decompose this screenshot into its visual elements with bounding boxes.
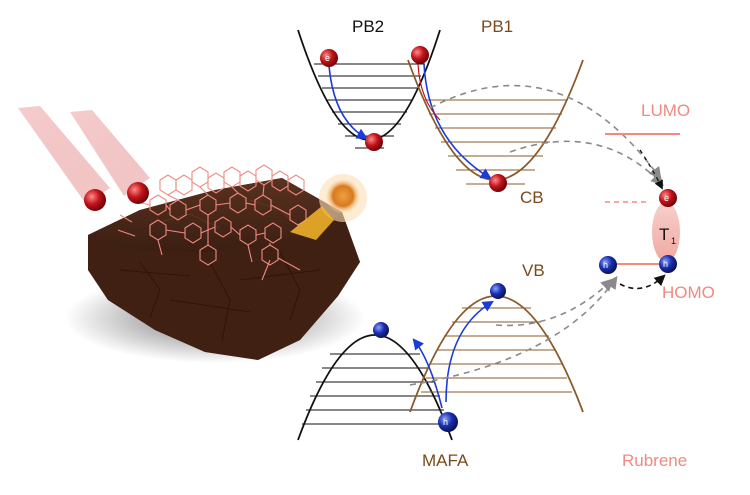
light-beams xyxy=(18,106,150,204)
label-triplet: T xyxy=(659,225,669,244)
electron-cb xyxy=(489,174,507,192)
cluster-cracks xyxy=(119,251,321,341)
transfer-arrow-vb xyxy=(495,278,614,327)
label-triplet-sub: 1 xyxy=(671,236,676,246)
transfer-arrow-mafa xyxy=(409,275,618,386)
electron-pb1-high xyxy=(411,46,429,64)
cluster-front-face xyxy=(88,212,360,360)
electron-symbol-1: e xyxy=(325,53,330,63)
light-beam-2 xyxy=(70,110,150,196)
electron-transfer-arrow xyxy=(639,149,663,190)
electron-symbol-2: e xyxy=(664,193,669,203)
light-beam-1 xyxy=(18,106,110,204)
cluster-top-face xyxy=(88,178,342,252)
rubrene-molecules xyxy=(117,164,307,281)
label-vb: VB xyxy=(522,261,545,280)
label-pb2: PB2 xyxy=(352,17,384,36)
electron-pb2-low xyxy=(365,133,383,151)
triplet-state xyxy=(652,202,680,262)
relax-arrow-pb1 xyxy=(423,63,492,180)
label-rubrene: Rubrene xyxy=(622,451,687,470)
hole-symbol-1: h xyxy=(443,417,448,427)
electron-pb2-high xyxy=(320,49,338,67)
relax-arrow-mafa xyxy=(412,338,443,409)
electron-path xyxy=(417,63,441,121)
hole-rubrene-left xyxy=(599,256,617,274)
relax-arrow-pb2 xyxy=(328,65,368,140)
hole-symbol-3: h xyxy=(663,259,668,269)
rubrene-levels xyxy=(605,133,680,265)
hole-vb xyxy=(490,283,506,299)
mafa-band xyxy=(297,334,453,441)
label-cb: CB xyxy=(520,188,544,207)
perovskite-cluster xyxy=(65,178,365,363)
pb1-band xyxy=(407,59,584,185)
transfer-arrow-cb xyxy=(509,140,664,186)
relax-arrow-vb xyxy=(445,300,494,403)
electron-rubrene xyxy=(659,189,677,207)
vb-band xyxy=(409,295,584,413)
hole-rubrene-right xyxy=(659,255,677,273)
label-mafa: MAFA xyxy=(422,451,469,470)
hole-transfer-arrow xyxy=(619,274,666,290)
hole-symbol-2: h xyxy=(603,260,608,270)
hole-mafa xyxy=(373,322,389,338)
transfer-arrow-pb2 xyxy=(429,84,662,181)
transfer-arrows xyxy=(409,84,664,386)
label-pb1: PB1 xyxy=(481,17,513,36)
photon-electron-2 xyxy=(127,182,149,204)
upconversion-emission xyxy=(290,174,367,240)
label-lumo: LUMO xyxy=(641,101,690,120)
label-homo: HOMO xyxy=(662,283,715,302)
hole-mafa-low xyxy=(438,412,458,432)
photon-electron-1 xyxy=(84,189,106,211)
